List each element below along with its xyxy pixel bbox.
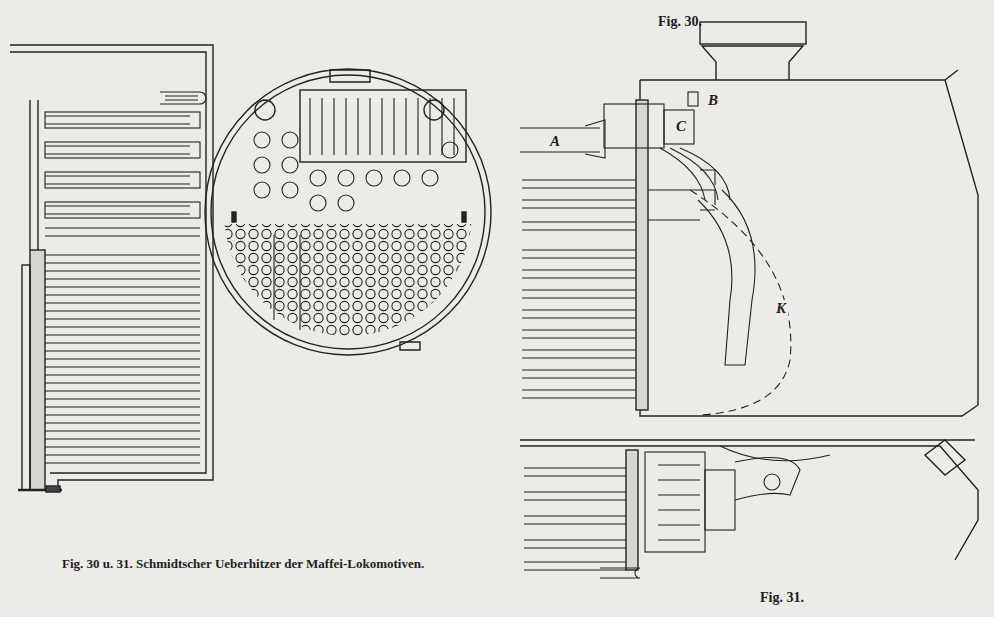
fig-30-smokebox-section: [520, 22, 978, 416]
fig-31-plan-section: [520, 440, 978, 578]
part-letter: C: [674, 118, 688, 135]
part-letter: K: [774, 300, 788, 317]
front-view-circle: [205, 69, 491, 355]
figure-caption: Fig. 30 u. 31. Schmidtscher Ueberhitzer …: [62, 557, 424, 571]
part-letter: B: [706, 92, 720, 109]
figure-number: Fig. 30.: [658, 14, 702, 29]
fig-30-side-section: [10, 45, 213, 492]
part-letter: A: [548, 133, 562, 150]
figure-number: Fig. 31.: [760, 590, 804, 605]
